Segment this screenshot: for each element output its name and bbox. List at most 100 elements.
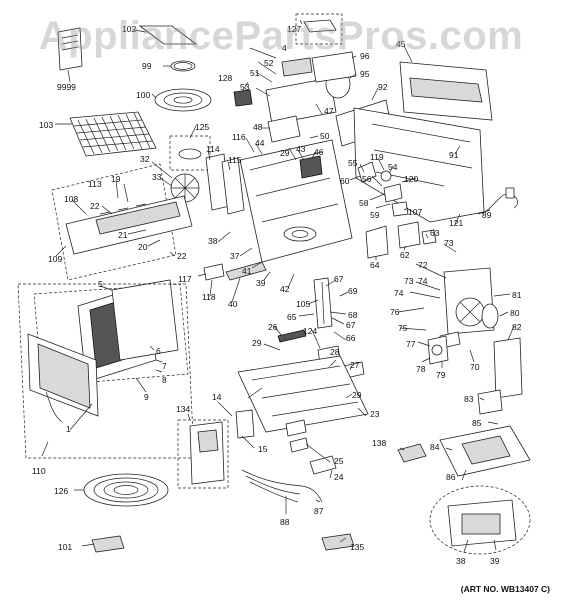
part-label: 67 xyxy=(346,320,356,330)
side-door-plate xyxy=(493,337,523,399)
turntable-tray xyxy=(154,88,212,112)
part-label: 105 xyxy=(296,299,310,309)
part-label: 45 xyxy=(396,39,406,49)
part-label: 68 xyxy=(348,310,358,320)
part-label: 85 xyxy=(472,418,482,428)
part-label: 29 xyxy=(352,390,362,400)
part-label: 27 xyxy=(350,360,360,370)
part-label: 84 xyxy=(430,442,440,452)
part-label: 40 xyxy=(228,299,238,309)
part-label: 21 xyxy=(118,230,128,240)
part-label: 75 xyxy=(398,323,408,333)
part-label: 41 xyxy=(242,266,252,276)
part-label: 7 xyxy=(162,361,167,371)
part-label: 60 xyxy=(340,176,350,186)
part-label: 114 xyxy=(206,144,220,154)
part-label: 120 xyxy=(404,174,418,184)
part-label: 135 xyxy=(350,542,364,552)
part-label: 29 xyxy=(280,148,290,158)
part-label: 117 xyxy=(178,274,192,284)
part-label: 73 xyxy=(404,276,414,286)
part-label: 53 xyxy=(240,82,250,92)
part-label: 121 xyxy=(449,218,463,228)
part-label: 9999 xyxy=(57,82,76,92)
part-label: 109 xyxy=(48,254,62,264)
detail-oval xyxy=(429,485,531,555)
part-label: 63 xyxy=(430,228,440,238)
outer-case xyxy=(353,107,485,223)
part-label: 59 xyxy=(370,210,380,220)
part-label: 134 xyxy=(176,404,190,414)
part-label: 119 xyxy=(370,152,384,162)
part-label: 69 xyxy=(348,286,358,296)
part-label: 96 xyxy=(360,51,370,61)
part-label: 29 xyxy=(252,338,262,348)
part-label: 62 xyxy=(400,250,410,260)
part-label: 81 xyxy=(512,290,522,300)
part-label: 54 xyxy=(388,162,398,172)
part-label: 72 xyxy=(418,260,428,270)
part-label: 138 xyxy=(372,438,386,448)
part-label: 48 xyxy=(253,122,263,132)
part-label: 99 xyxy=(142,61,152,71)
part-label: 80 xyxy=(510,308,520,318)
charcoal-filter-coil xyxy=(83,473,169,507)
part-label: 91 xyxy=(449,150,459,160)
part-label: 24 xyxy=(334,472,344,482)
part-label: 55 xyxy=(348,158,358,168)
part-label: 95 xyxy=(360,69,370,79)
part-label: 118 xyxy=(202,292,216,302)
part-label: 127 xyxy=(287,24,301,34)
part-label: 64 xyxy=(370,260,380,270)
part-label: 50 xyxy=(320,131,330,141)
base-pan xyxy=(237,355,369,433)
part-label: 76 xyxy=(390,307,400,317)
part-label: 74 xyxy=(418,276,428,286)
part-labels: 9999 102 127 4 96 95 45 99 52 51 128 53 … xyxy=(32,24,522,566)
part-label: 110 xyxy=(32,466,46,476)
part-label: 101 xyxy=(58,542,72,552)
part-label: 82 xyxy=(512,322,522,332)
part-label: 86 xyxy=(446,472,456,482)
part-label: 15 xyxy=(258,444,268,454)
owners-manual-card xyxy=(57,27,83,71)
part-label: 92 xyxy=(378,82,388,92)
dashed-detail-box xyxy=(295,13,343,45)
fan-motor-assembly xyxy=(265,77,337,125)
part-label: 42 xyxy=(280,284,290,294)
part-label: 115 xyxy=(228,155,242,165)
part-label: 51 xyxy=(250,68,260,78)
part-label: 33 xyxy=(152,172,162,182)
part-label: 19 xyxy=(111,174,121,184)
part-label: 58 xyxy=(359,198,369,208)
part-label: 26 xyxy=(268,322,278,332)
part-label: 32 xyxy=(140,154,150,164)
part-label: 44 xyxy=(255,138,265,148)
part-label: 8 xyxy=(162,375,167,385)
part-label: 46 xyxy=(314,147,324,157)
part-label: 113 xyxy=(88,179,102,189)
part-label: 103 xyxy=(39,120,53,130)
part-label: 37 xyxy=(230,251,240,261)
part-label: 87 xyxy=(314,506,324,516)
part-label: 47 xyxy=(324,106,334,116)
part-label: 52 xyxy=(264,58,274,68)
part-label: 67 xyxy=(334,274,344,284)
part-label: 38 xyxy=(456,556,466,566)
part-label: 100 xyxy=(136,90,150,100)
part-label: 102 xyxy=(122,24,136,34)
part-label: 73 xyxy=(444,238,454,248)
part-label: 1 xyxy=(66,424,71,434)
part-label: 107 xyxy=(408,207,422,217)
part-label: 126 xyxy=(54,486,68,496)
part-label: 116 xyxy=(232,132,246,142)
wire-rack xyxy=(69,111,157,157)
part-label: 79 xyxy=(436,370,446,380)
part-label: 23 xyxy=(370,409,380,419)
part-label: 56 xyxy=(362,174,372,184)
part-label: 125 xyxy=(195,122,209,132)
part-label: 66 xyxy=(346,333,356,343)
wire-harness xyxy=(241,469,323,503)
